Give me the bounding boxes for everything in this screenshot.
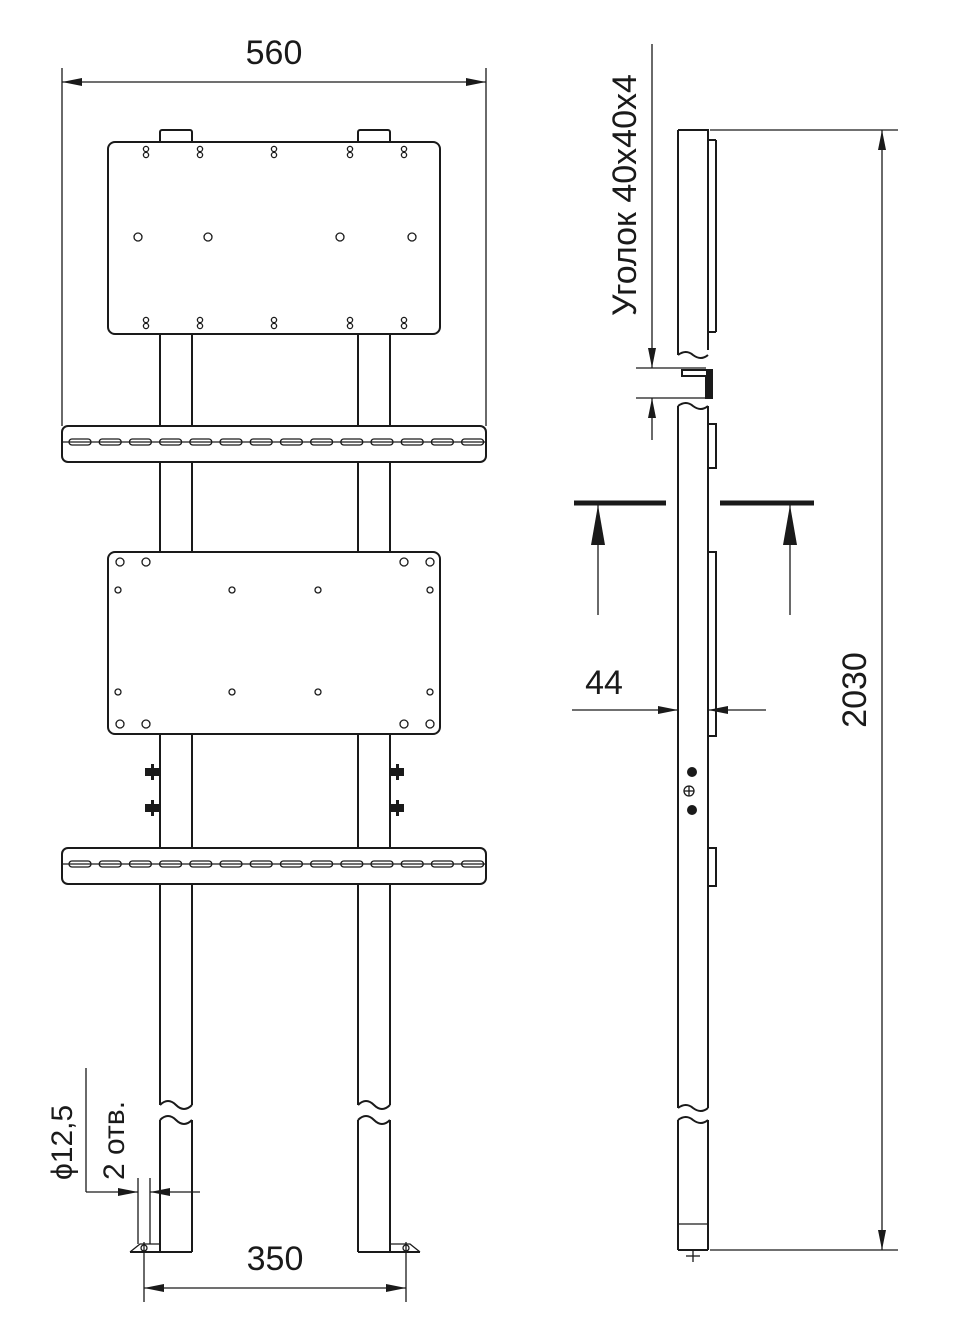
mount-hole xyxy=(133,232,143,242)
dimension-350-label: 350 xyxy=(247,1240,304,1278)
mount-hole xyxy=(425,557,435,567)
slot xyxy=(340,438,364,446)
slot xyxy=(189,860,213,868)
mount-hole xyxy=(142,145,150,153)
slot xyxy=(158,438,183,446)
dimension-44-label: 44 xyxy=(585,664,623,702)
mount-hole xyxy=(196,145,204,153)
mount-hole xyxy=(270,145,278,153)
slot xyxy=(68,438,92,446)
mount-hole xyxy=(228,688,236,696)
mount-hole xyxy=(114,688,122,696)
dimension-width: 560 xyxy=(61,34,487,426)
slot xyxy=(219,438,243,446)
dimension-spacing: 350 xyxy=(143,1240,407,1302)
mount-hole xyxy=(141,719,151,729)
mount-hole xyxy=(335,232,345,242)
mount-hole xyxy=(270,151,278,159)
mount-hole xyxy=(400,151,408,159)
mount-hole xyxy=(114,586,122,594)
slot xyxy=(128,860,153,868)
hole-diameter-label: ϕ12,5 xyxy=(46,1105,79,1180)
mount-hole xyxy=(346,322,354,330)
slot xyxy=(249,860,273,868)
slot xyxy=(370,438,394,446)
mount-hole xyxy=(228,586,236,594)
slot xyxy=(158,860,183,868)
slot xyxy=(219,860,243,868)
slot xyxy=(68,860,92,868)
slot xyxy=(430,860,455,868)
mount-hole xyxy=(142,322,150,330)
mount-hole xyxy=(426,688,434,696)
crossbar-lower xyxy=(61,847,487,885)
slot xyxy=(279,860,304,868)
mount-hole xyxy=(196,316,204,324)
dimension-hole: ϕ12,5 2 отв. xyxy=(46,1068,200,1244)
mount-hole xyxy=(270,322,278,330)
slot xyxy=(309,860,334,868)
mount-hole xyxy=(400,145,408,153)
mount-hole xyxy=(270,316,278,324)
upper-mounting-plate xyxy=(107,141,441,335)
mount-hole xyxy=(400,322,408,330)
dimension-560-label: 560 xyxy=(246,34,303,72)
crossbar-upper xyxy=(61,425,487,463)
slot xyxy=(460,860,485,868)
slot xyxy=(460,438,485,446)
angle-profile: Уголок 40х40х4 xyxy=(606,44,713,440)
slot xyxy=(249,438,273,446)
mount-hole xyxy=(407,232,417,242)
section-marker xyxy=(574,500,814,615)
mount-hole xyxy=(425,719,435,729)
mount-hole xyxy=(314,688,322,696)
slot xyxy=(309,438,334,446)
mount-hole xyxy=(203,232,213,242)
side-bolts xyxy=(145,764,404,816)
mount-hole xyxy=(141,557,151,567)
slot xyxy=(98,860,122,868)
angle-profile-label: Уголок 40х40х4 xyxy=(606,74,644,316)
mount-hole xyxy=(196,322,204,330)
slot xyxy=(400,438,424,446)
mount-hole xyxy=(346,316,354,324)
slot xyxy=(400,860,424,868)
mount-hole xyxy=(400,316,408,324)
slot xyxy=(430,438,455,446)
mount-hole xyxy=(115,719,125,729)
slot xyxy=(189,438,213,446)
front-view: 560 350 ϕ12,5 2 отв. xyxy=(46,34,487,1302)
mount-hole xyxy=(346,145,354,153)
dimension-depth: 44 xyxy=(572,664,766,714)
vertical-post-left xyxy=(159,335,193,1252)
side-view: Уголок 40х40х4 xyxy=(572,44,898,1262)
mount-hole xyxy=(399,719,409,729)
mount-hole xyxy=(142,151,150,159)
dimension-2030-label: 2030 xyxy=(836,652,874,728)
dimension-height: 2030 xyxy=(710,129,898,1251)
hole-count-label: 2 отв. xyxy=(98,1101,131,1180)
slot xyxy=(98,438,122,446)
slot xyxy=(340,860,364,868)
mount-hole xyxy=(196,151,204,159)
slot xyxy=(370,860,394,868)
slot xyxy=(128,438,153,446)
mount-hole xyxy=(399,557,409,567)
vertical-post-right xyxy=(357,335,391,1252)
mount-hole xyxy=(115,557,125,567)
mount-hole xyxy=(426,586,434,594)
slot xyxy=(279,438,304,446)
mount-hole xyxy=(142,316,150,324)
mount-hole xyxy=(314,586,322,594)
mount-hole xyxy=(346,151,354,159)
middle-mounting-plate xyxy=(107,551,441,735)
